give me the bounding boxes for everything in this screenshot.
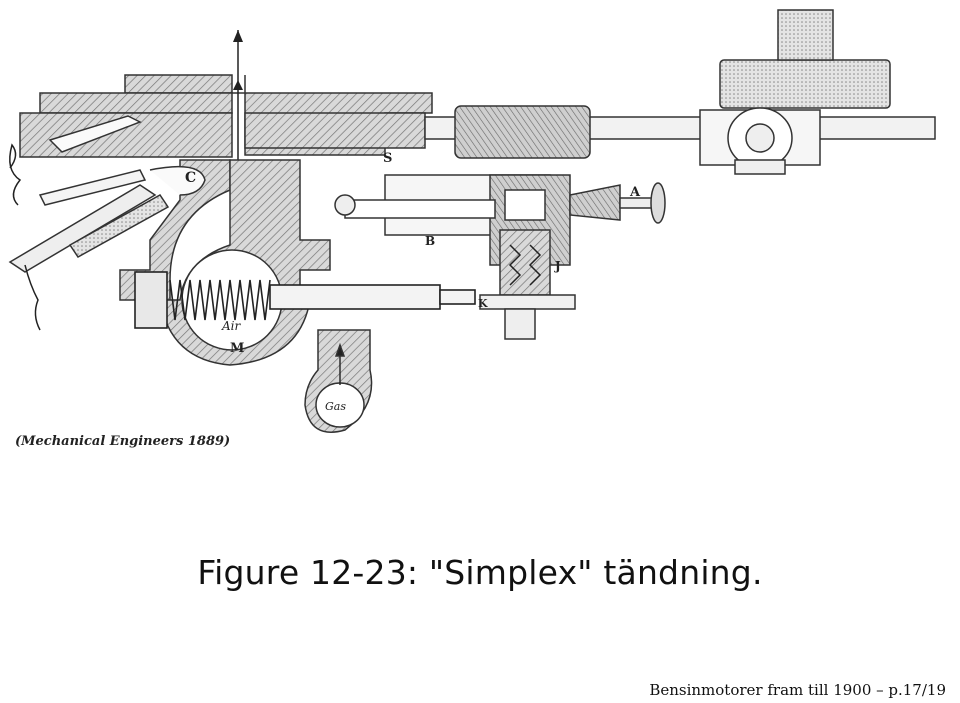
- air-chamber: [119, 159, 331, 366]
- slide-footer: Bensinmotorer fram till 1900 – p.17/19: [649, 681, 946, 699]
- simplex-ignition-drawing: S C A B J K M Air Gas (Mechanical Engine…: [8, 9, 936, 449]
- main-shaft: [424, 9, 936, 175]
- source-note: (Mechanical Engineers 1889): [15, 434, 230, 449]
- label-m: M: [230, 341, 244, 356]
- label-gas: Gas: [325, 400, 346, 413]
- label-a: A: [629, 185, 641, 200]
- igniter-tube: [8, 143, 206, 331]
- label-b: B: [425, 234, 435, 248]
- label-k: K: [478, 297, 488, 310]
- figure-caption: Figure 12-23: "Simplex" tändning.: [197, 553, 763, 592]
- label-s: S: [383, 151, 392, 166]
- spring: [134, 271, 476, 329]
- label-c: C: [185, 170, 196, 186]
- cylinder-head: [19, 74, 433, 158]
- ignition-slide: [334, 174, 666, 340]
- gas-inlet: [304, 329, 373, 433]
- label-air: Air: [221, 319, 242, 333]
- label-j: J: [554, 259, 561, 273]
